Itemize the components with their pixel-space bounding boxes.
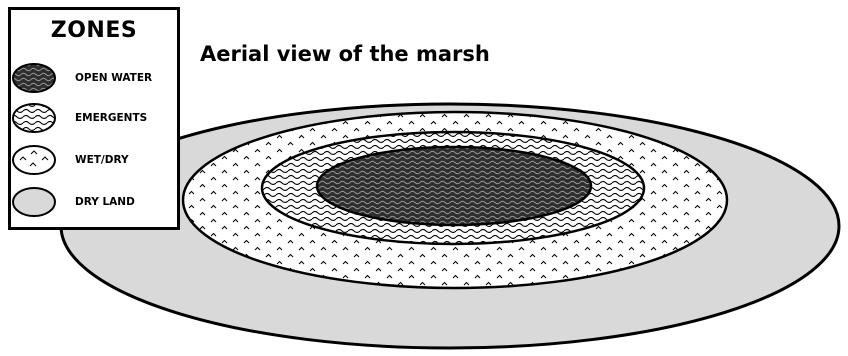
- emergents-swatch-icon: [11, 102, 57, 134]
- legend-label-dry-land: DRY LAND: [75, 196, 135, 208]
- open-water-swatch-icon: [11, 62, 57, 94]
- legend-title: ZONES: [11, 18, 177, 43]
- diagram-title: Aerial view of the marsh: [200, 42, 490, 66]
- open-water-zone: [317, 147, 591, 225]
- legend-label-emergents: EMERGENTS: [75, 112, 147, 124]
- zones-legend: ZONES OPEN WATER EMERGENTS WET/DRY DRY L…: [8, 7, 180, 230]
- wet-dry-swatch-icon: [11, 144, 57, 176]
- legend-label-open-water: OPEN WATER: [75, 72, 152, 84]
- legend-label-wet-dry: WET/DRY: [75, 154, 129, 166]
- dry-land-swatch-icon: [11, 186, 57, 218]
